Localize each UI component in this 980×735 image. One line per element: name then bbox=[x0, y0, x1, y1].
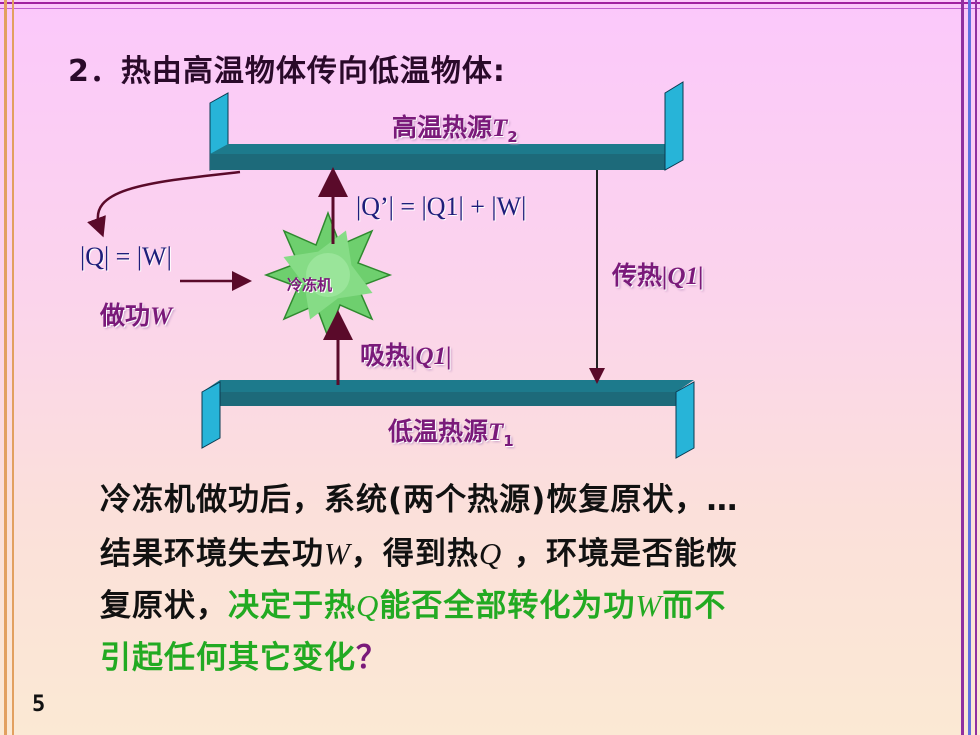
absorb-heat-label: 吸热|Q1| bbox=[360, 336, 452, 372]
line3-w-symbol: W bbox=[635, 588, 663, 623]
refrigerator-label: 冷冻机 bbox=[287, 276, 333, 294]
hot-reservoir-symbol: T bbox=[492, 115, 508, 142]
line2-text-b: ，得到热 bbox=[350, 536, 479, 572]
absorb-heat-symbol: |Q1| bbox=[410, 343, 452, 370]
line3-q-symbol: Q bbox=[356, 588, 380, 623]
top-border-line bbox=[0, 2, 980, 4]
absorb-heat-text: 吸热 bbox=[360, 341, 411, 370]
hot-reservoir-bar-front bbox=[210, 154, 665, 170]
line4-end: ？ bbox=[356, 640, 388, 676]
transfer-heat-text: 传热 bbox=[612, 261, 663, 290]
q-w-relation: |Q| = |W| bbox=[80, 242, 172, 271]
paragraph-line-2: 结果环境失去功W，得到热Q ，环境是否能恢 bbox=[100, 528, 738, 573]
hot-reservoir-bar bbox=[210, 144, 683, 154]
line3-green-c: 而不 bbox=[662, 588, 727, 624]
cold-reservoir-label: 低温热源T1 bbox=[388, 412, 514, 450]
work-label: 做功W bbox=[100, 296, 172, 332]
slide-title: 2．热由高温物体传向低温物体: bbox=[68, 54, 506, 89]
work-curved-arrow bbox=[87, 170, 241, 238]
refrigerator-gear bbox=[263, 210, 393, 340]
top-border-line-2 bbox=[0, 8, 980, 9]
paragraph-line-4: 引起任何其它变化？ bbox=[100, 632, 388, 677]
work-text: 做功 bbox=[100, 301, 151, 330]
hot-reservoir-subscript: 2 bbox=[507, 128, 518, 146]
line2-q-symbol: Q bbox=[478, 536, 503, 571]
paragraph-line-3: 复原状，决定于热Q能否全部转化为功W而不 bbox=[100, 580, 726, 625]
cold-reservoir-left-wall bbox=[201, 381, 221, 449]
hot-reservoir-label: 高温热源T2 bbox=[392, 108, 518, 146]
cold-reservoir-symbol: T bbox=[488, 419, 504, 446]
right-border-line-3 bbox=[975, 0, 977, 735]
line3-text-a: 复原状， bbox=[100, 588, 228, 624]
line3-green-b: 能否全部转化为功 bbox=[379, 588, 636, 624]
line2-text-c: ，环境是否能恢 bbox=[502, 536, 739, 572]
work-symbol: W bbox=[150, 303, 173, 330]
transfer-heat-label: 传热|Q1| bbox=[612, 256, 704, 292]
transfer-heat-symbol: |Q1| bbox=[662, 263, 704, 290]
cold-reservoir-right-wall bbox=[675, 381, 695, 459]
cold-reservoir-container bbox=[201, 380, 695, 459]
hot-reservoir-right-wall bbox=[664, 81, 684, 171]
right-border-line bbox=[961, 0, 964, 735]
left-border-line-2 bbox=[12, 0, 14, 735]
right-border-line-2 bbox=[968, 0, 971, 735]
left-border-line bbox=[4, 0, 7, 735]
q-prime-relation: |Q’| = |Q1| + |W| bbox=[356, 192, 527, 221]
page-number: 5 bbox=[32, 692, 46, 717]
hot-reservoir-text: 高温热源 bbox=[392, 113, 493, 142]
cold-reservoir-text: 低温热源 bbox=[388, 417, 489, 446]
cold-reservoir-bar bbox=[202, 380, 694, 392]
line3-green-a: 决定于热 bbox=[228, 588, 356, 624]
line4-green: 引起任何其它变化 bbox=[100, 640, 356, 676]
cold-reservoir-bar-front bbox=[202, 392, 676, 406]
hot-reservoir-container bbox=[209, 81, 684, 171]
line2-w-symbol: W bbox=[324, 536, 351, 571]
paragraph-line-1: 冷冻机做功后，系统(两个热源)恢复原状，… bbox=[100, 482, 739, 518]
cold-reservoir-subscript: 1 bbox=[503, 432, 514, 450]
line2-text-a: 结果环境失去功 bbox=[100, 536, 324, 572]
